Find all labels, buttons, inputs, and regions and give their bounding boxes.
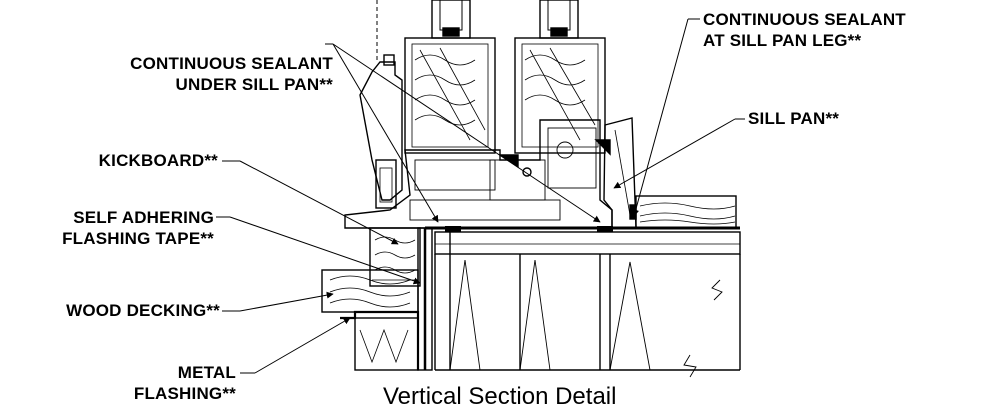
label-flashing-tape-line2: FLASHING TAPE**: [62, 229, 214, 248]
label-metal-flashing: METAL FLASHING**: [88, 362, 236, 404]
metal-flashing: [340, 310, 420, 370]
glass-stem-left: [431, 0, 471, 39]
deck-joist: [354, 317, 419, 371]
leader-sealant-under-pan-b: [332, 43, 601, 223]
sill-frame: [344, 119, 613, 229]
leader-wood-decking: [239, 291, 334, 312]
sill-pan-leg: [603, 117, 637, 229]
leader-flashing-tape: [229, 216, 421, 285]
label-flashing-tape: SELF ADHERING FLASHING TAPE**: [0, 207, 214, 249]
label-sealant-at-leg-line2: AT SILL PAN LEG**: [703, 31, 862, 50]
leader-sealant-at-leg: [632, 18, 689, 217]
label-wood-decking: WOOD DECKING**: [66, 301, 220, 320]
label-metal-flashing-line1: METAL: [177, 363, 236, 382]
glass-stem-right: [539, 0, 579, 39]
leader-kickboard: [239, 160, 399, 245]
exterior-stop: [359, 54, 403, 209]
leader-metal-flashing: [254, 317, 351, 374]
label-sealant-under-sill-pan-line2: UNDER SILL PAN**: [175, 75, 333, 94]
kickboard: [369, 227, 421, 287]
label-sill-pan: SILL PAN**: [748, 109, 840, 128]
diagram-caption: Vertical Section Detail: [383, 383, 617, 410]
floor-framing: [434, 254, 741, 378]
leader-sill-pan: [613, 118, 736, 189]
sash-left: [404, 37, 496, 154]
label-sealant-at-sill-pan-leg: CONTINUOUS SEALANT AT SILL PAN LEG**: [703, 9, 906, 51]
interior-floor: [635, 195, 737, 229]
label-sealant-under-sill-pan-line1: CONTINUOUS SEALANT: [130, 54, 333, 73]
sash-right: [514, 37, 606, 154]
label-metal-flashing-line2: FLASHING**: [133, 384, 236, 403]
leader-sealant-under-pan-a: [332, 43, 439, 223]
label-flashing-tape-line1: SELF ADHERING: [73, 208, 214, 227]
label-sealant-under-sill-pan: CONTINUOUS SEALANT UNDER SILL PAN**: [33, 53, 333, 95]
subfloor: [434, 231, 741, 370]
label-sealant-at-leg-line1: CONTINUOUS SEALANT: [703, 10, 906, 29]
label-kickboard: KICKBOARD**: [98, 151, 218, 170]
